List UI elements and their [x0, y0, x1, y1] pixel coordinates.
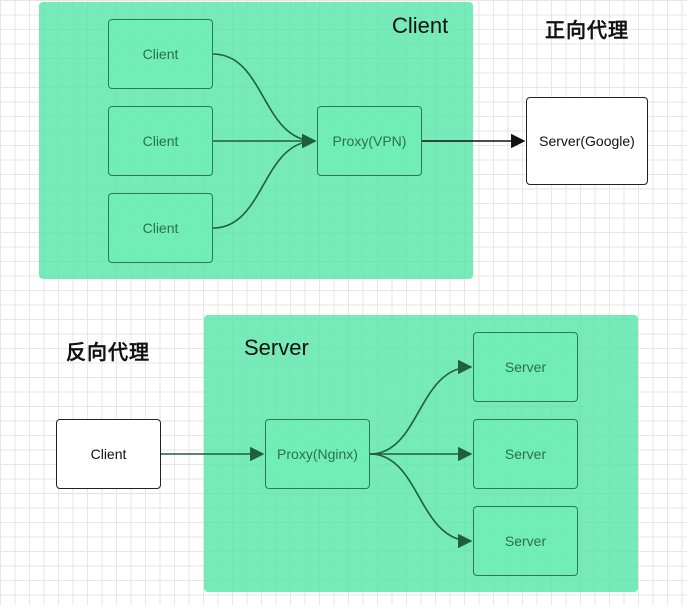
forward-server-google-node[interactable]: Server(Google)	[526, 97, 648, 185]
forward-client-node-3[interactable]: Client	[108, 193, 213, 263]
forward-region-title: Client	[392, 13, 449, 38]
reverse-server-node-2[interactable]: Server	[473, 419, 578, 489]
reverse-region-title: Server	[244, 335, 309, 360]
reverse-proxy-heading: 反向代理	[66, 340, 150, 364]
reverse-server-node-1[interactable]: Server	[473, 332, 578, 402]
forward-proxy-heading: 正向代理	[545, 18, 629, 42]
forward-client-node-2[interactable]: Client	[108, 106, 213, 176]
forward-proxy-vpn-node[interactable]: Proxy(VPN)	[317, 106, 422, 176]
reverse-client-node[interactable]: Client	[56, 419, 161, 489]
reverse-server-node-3[interactable]: Server	[473, 506, 578, 576]
forward-client-node-1[interactable]: Client	[108, 19, 213, 89]
reverse-proxy-nginx-node[interactable]: Proxy(Nginx)	[265, 419, 370, 489]
